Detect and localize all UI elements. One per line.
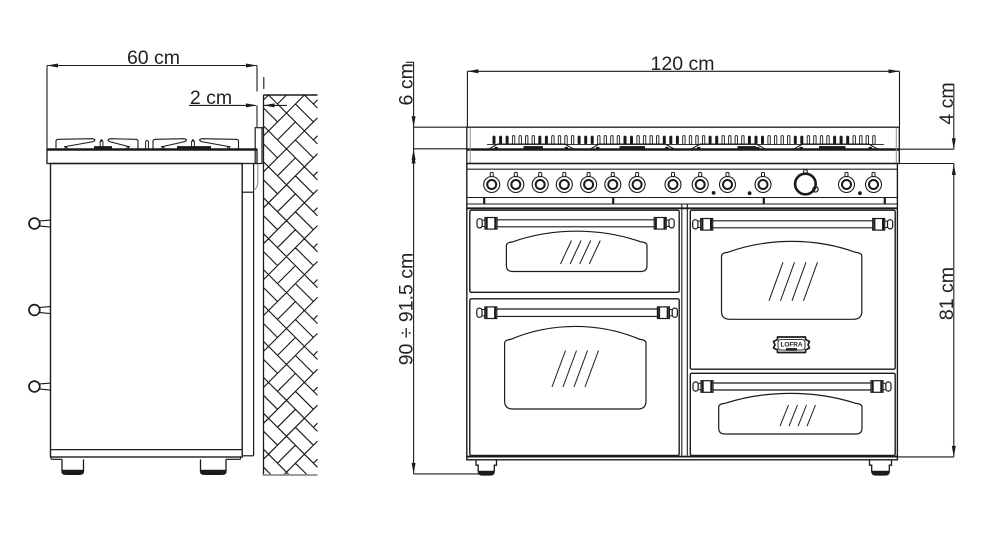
svg-text:2 cm: 2 cm [190,87,232,109]
svg-text:81 cm: 81 cm [936,267,958,320]
svg-text:90 ÷ 91.5 cm: 90 ÷ 91.5 cm [396,253,418,366]
svg-text:4 cm: 4 cm [936,82,958,124]
svg-text:LOFRA: LOFRA [780,342,802,349]
svg-text:60 cm: 60 cm [127,47,180,69]
svg-text:120 cm: 120 cm [651,53,715,75]
svg-text:6 cm: 6 cm [396,63,418,105]
